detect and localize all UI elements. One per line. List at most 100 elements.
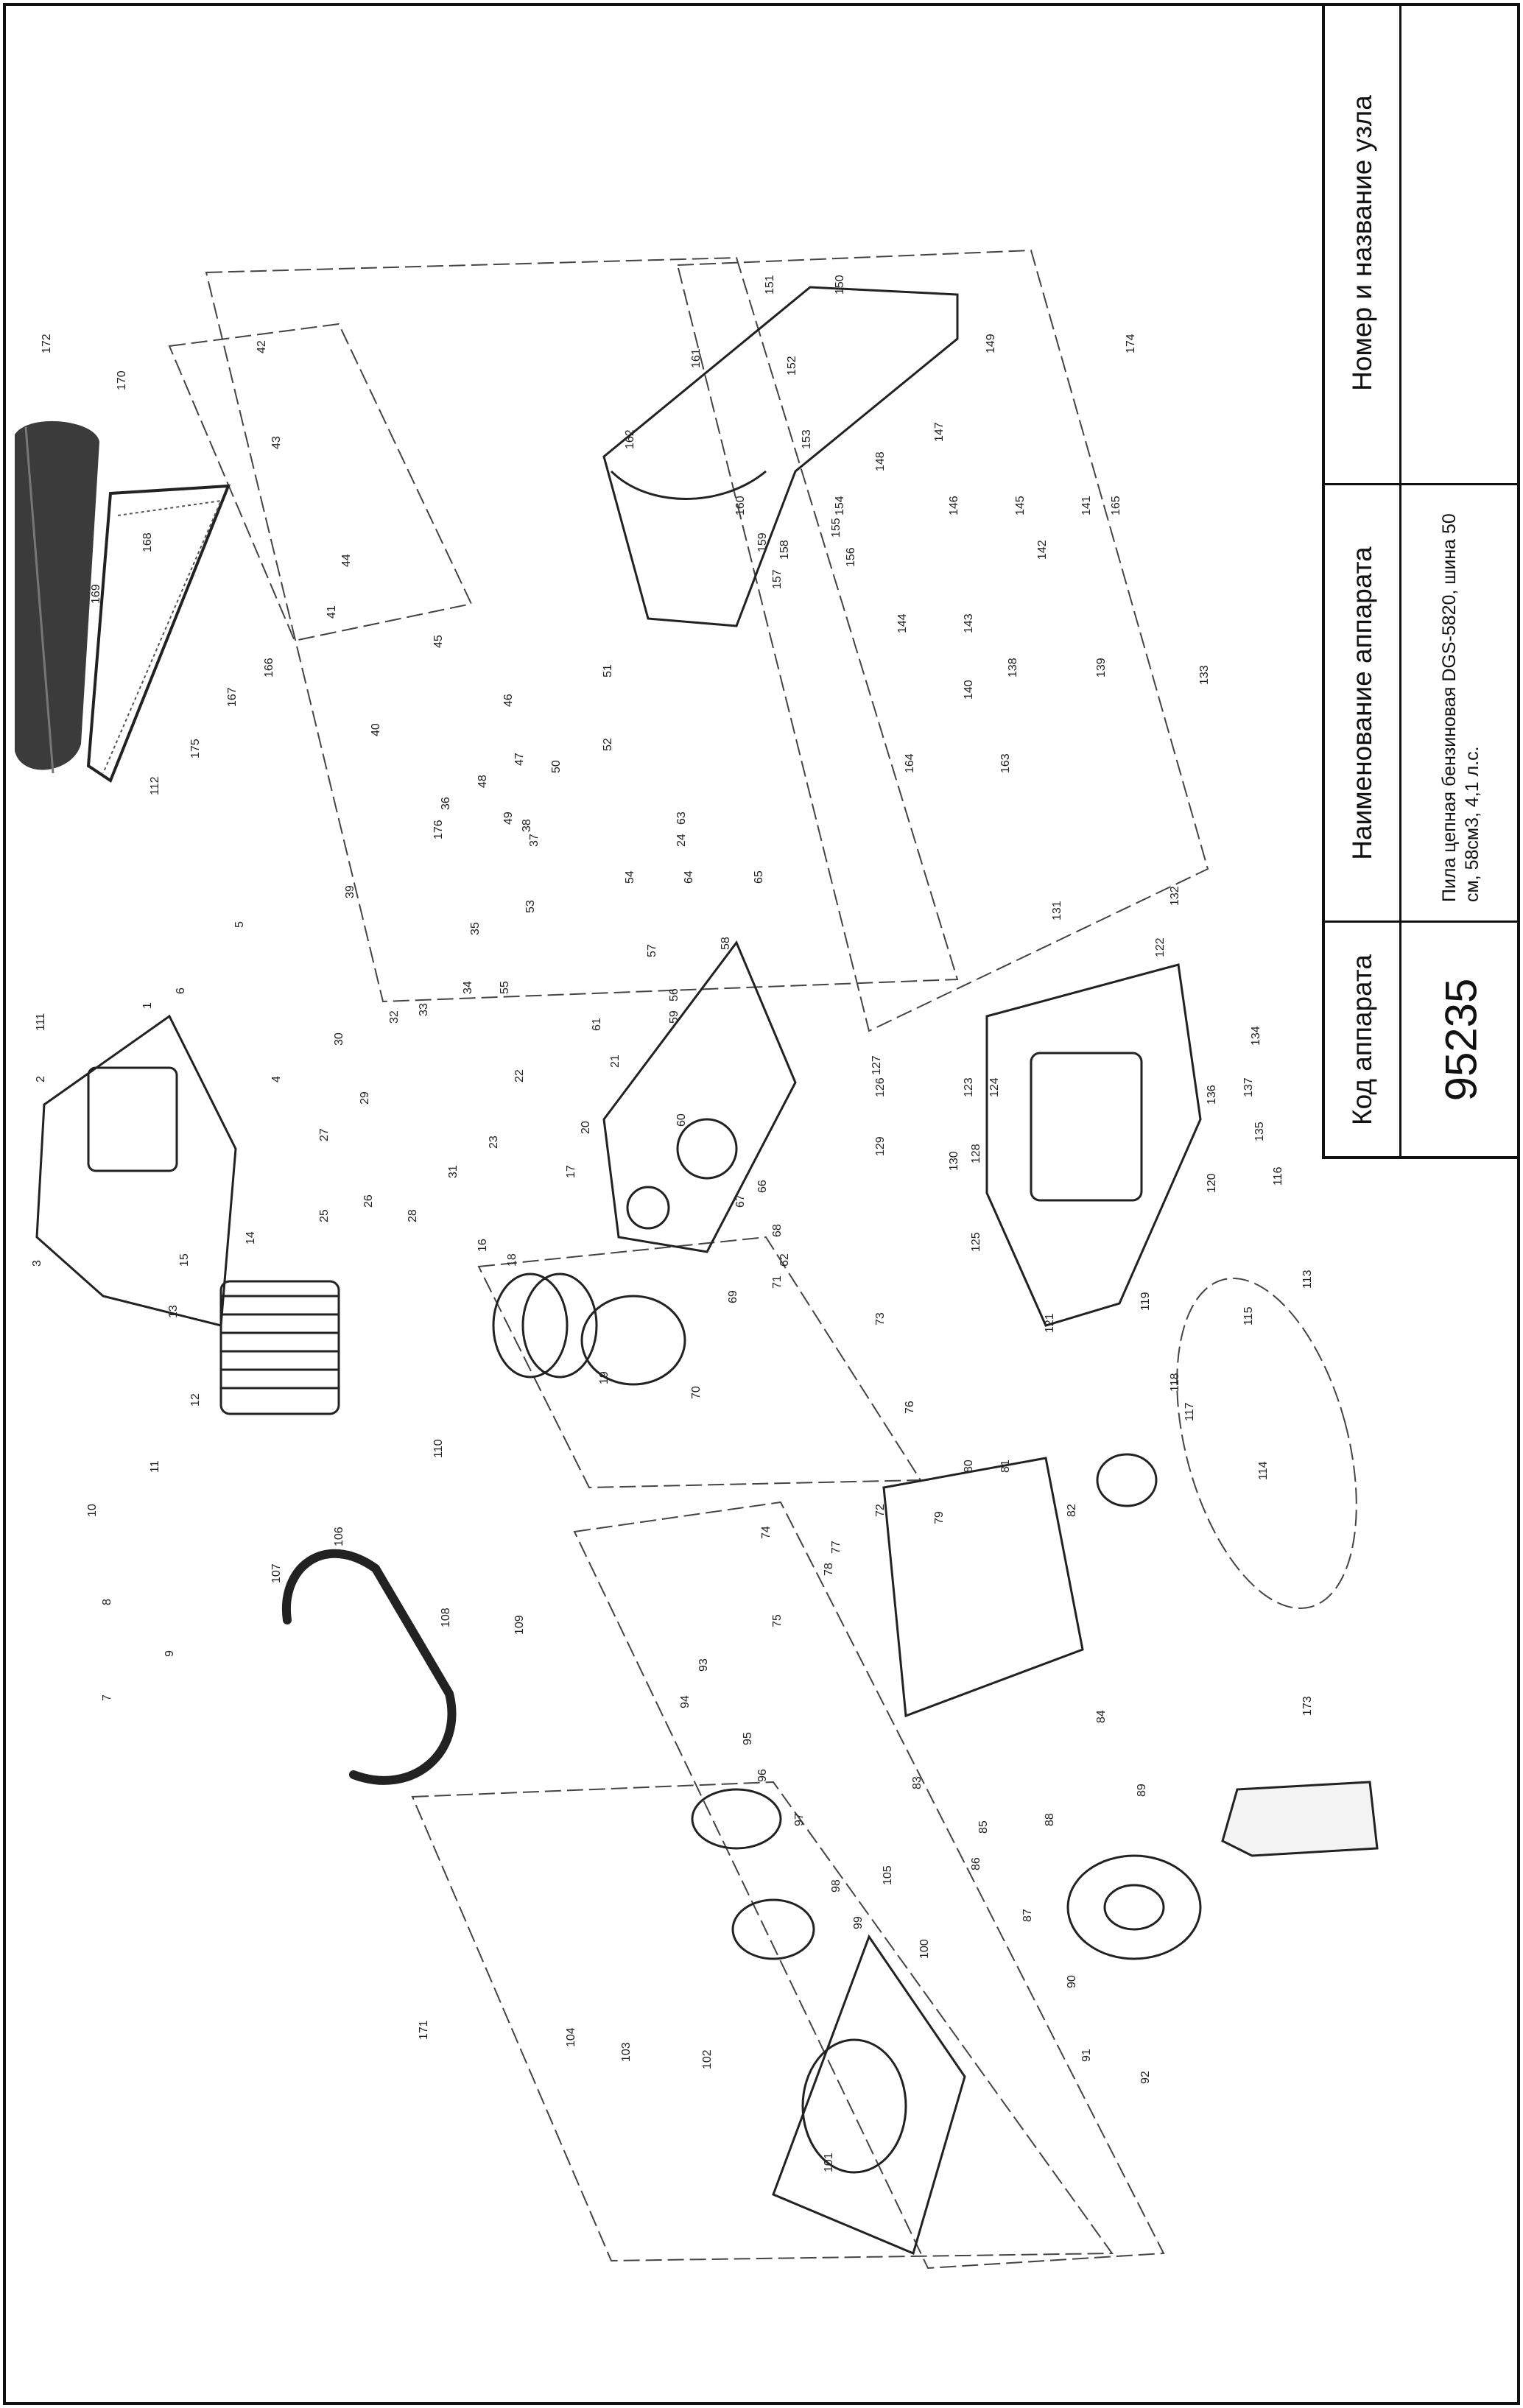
callout-168: 168 (141, 532, 154, 552)
callout-71: 71 (771, 1275, 784, 1289)
engine-cover (35, 1014, 237, 1327)
callout-80: 80 (963, 1460, 975, 1473)
callout-78: 78 (823, 1563, 835, 1576)
callout-2: 2 (35, 1076, 47, 1082)
callout-98: 98 (830, 1879, 843, 1893)
callout-10: 10 (86, 1504, 99, 1517)
callout-172: 172 (41, 334, 53, 353)
callout-82: 82 (1066, 1504, 1078, 1517)
callout-139: 139 (1095, 658, 1108, 677)
callout-101: 101 (823, 2152, 835, 2172)
callout-74: 74 (760, 1526, 773, 1539)
callout-132: 132 (1169, 886, 1181, 906)
callout-86: 86 (970, 1857, 982, 1870)
callout-146: 146 (948, 496, 960, 515)
callout-141: 141 (1080, 496, 1093, 515)
callout-171: 171 (418, 2020, 430, 2040)
callout-87: 87 (1021, 1909, 1034, 1922)
starter-assembly (691, 1788, 966, 2256)
callout-53: 53 (524, 900, 537, 913)
callout-3: 3 (31, 1260, 43, 1267)
callout-24: 24 (675, 834, 688, 847)
callout-34: 34 (462, 981, 474, 994)
callout-131: 131 (1051, 901, 1063, 920)
callout-43: 43 (270, 436, 283, 449)
callout-12: 12 (189, 1393, 202, 1407)
callout-28: 28 (407, 1209, 419, 1222)
callout-154: 154 (834, 496, 846, 515)
callout-48: 48 (476, 775, 489, 788)
callout-11: 11 (149, 1460, 161, 1473)
callout-45: 45 (432, 635, 445, 648)
callout-22: 22 (513, 1069, 526, 1082)
callout-108: 108 (440, 1608, 452, 1627)
callout-159: 159 (756, 532, 769, 552)
callout-1: 1 (141, 1002, 154, 1009)
callout-13: 13 (167, 1305, 180, 1318)
callout-109: 109 (513, 1615, 526, 1635)
callout-106: 106 (333, 1527, 345, 1546)
callout-93: 93 (697, 1658, 710, 1672)
callout-17: 17 (565, 1165, 577, 1178)
callout-21: 21 (609, 1055, 622, 1068)
callout-73: 73 (874, 1312, 887, 1326)
callout-94: 94 (679, 1695, 692, 1708)
callout-46: 46 (502, 694, 515, 707)
callout-129: 129 (874, 1136, 887, 1156)
callout-41: 41 (326, 605, 338, 619)
callout-66: 66 (756, 1180, 769, 1193)
callout-84: 84 (1095, 1710, 1108, 1723)
callout-136: 136 (1206, 1085, 1218, 1105)
callout-123: 123 (963, 1077, 975, 1097)
callout-83: 83 (911, 1776, 924, 1789)
callout-134: 134 (1250, 1026, 1262, 1046)
callout-95: 95 (742, 1732, 754, 1745)
callout-81: 81 (999, 1460, 1012, 1473)
callout-153: 153 (801, 429, 813, 449)
callout-38: 38 (521, 819, 533, 832)
callout-89: 89 (1136, 1784, 1148, 1797)
callout-35: 35 (469, 922, 482, 935)
callout-125: 125 (970, 1232, 982, 1252)
callout-96: 96 (756, 1769, 769, 1782)
callout-160: 160 (734, 496, 747, 515)
title-block: Номер и название узла Наименование аппар… (1322, 3, 1520, 1159)
callout-110: 110 (432, 1439, 445, 1458)
callout-7: 7 (101, 1694, 113, 1701)
callout-9: 9 (163, 1650, 176, 1657)
guide-bar (86, 484, 231, 784)
callout-90: 90 (1066, 1975, 1078, 1988)
callout-165: 165 (1110, 496, 1122, 515)
callout-113: 113 (1301, 1270, 1314, 1289)
callout-112: 112 (149, 776, 161, 795)
part-number-callouts: 1234567891011121314151617181920212223242… (31, 275, 1314, 2172)
callout-14: 14 (245, 1231, 257, 1245)
callout-52: 52 (602, 738, 614, 751)
callout-166: 166 (263, 658, 275, 677)
group-box-piston (477, 1236, 922, 1489)
callout-40: 40 (370, 723, 382, 736)
callout-175: 175 (189, 739, 202, 758)
callout-70: 70 (690, 1386, 703, 1399)
callout-47: 47 (513, 753, 526, 766)
callout-142: 142 (1036, 540, 1049, 560)
callout-114: 114 (1257, 1461, 1270, 1480)
callout-32: 32 (388, 1010, 401, 1024)
callout-174: 174 (1125, 334, 1137, 353)
callout-88: 88 (1044, 1813, 1056, 1826)
callout-164: 164 (904, 753, 916, 773)
callout-64: 64 (683, 870, 695, 884)
callout-138: 138 (1007, 658, 1019, 677)
callout-147: 147 (933, 422, 946, 442)
callout-130: 130 (948, 1151, 960, 1171)
callout-105: 105 (882, 1865, 894, 1885)
callout-103: 103 (620, 2042, 633, 2062)
callout-100: 100 (918, 1939, 931, 1959)
callout-124: 124 (988, 1077, 1001, 1097)
callout-92: 92 (1139, 2071, 1152, 2084)
callout-99: 99 (852, 1916, 865, 1929)
group-box-right-lower (573, 1501, 1165, 2270)
callout-69: 69 (727, 1290, 739, 1303)
callout-57: 57 (646, 944, 658, 957)
